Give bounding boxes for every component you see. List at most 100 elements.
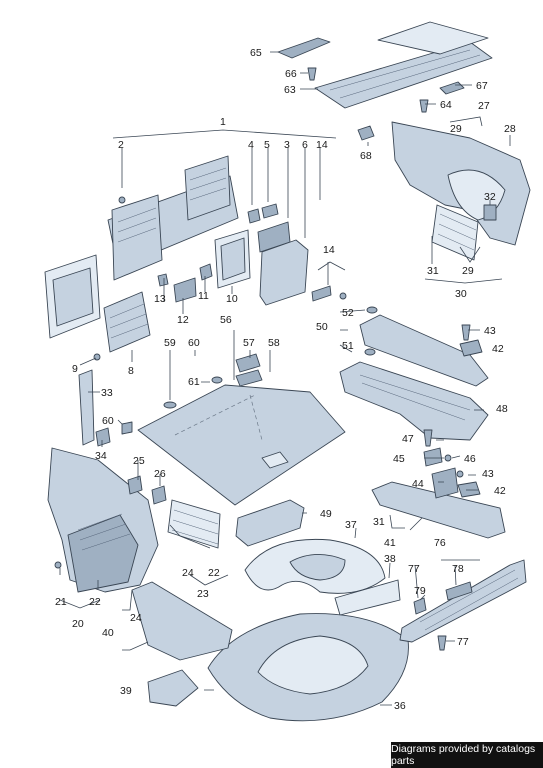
part-top-cover-ribs <box>329 49 481 99</box>
part-bracket-33 <box>78 369 95 446</box>
part-clip-51 <box>364 348 376 356</box>
callout-20: 20 <box>72 618 84 630</box>
part-backrest-grille <box>117 167 227 243</box>
callout-77b: 77 <box>457 636 469 648</box>
callout-63: 63 <box>284 84 296 96</box>
part-clip-2 <box>118 196 126 204</box>
callout-52: 52 <box>342 307 354 319</box>
callout-25: 25 <box>133 455 145 467</box>
part-clip-5 <box>261 203 279 219</box>
callout-42a: 42 <box>492 343 504 355</box>
callout-49: 49 <box>320 508 332 520</box>
part-plate-78 <box>445 581 473 601</box>
part-clip-79 <box>413 597 427 615</box>
callout-43a: 43 <box>484 325 496 337</box>
part-floor-mat-recess <box>261 451 289 469</box>
part-screw-47 <box>423 429 433 447</box>
part-clip-21 <box>54 561 62 569</box>
part-floor-mat-line <box>174 394 263 441</box>
part-net-23-mesh <box>171 509 219 545</box>
part-net-23 <box>167 499 221 549</box>
callout-61: 61 <box>188 376 200 388</box>
callout-4: 4 <box>248 139 254 151</box>
part-rail-50 <box>359 314 489 387</box>
part-net-29 <box>431 204 479 261</box>
callout-9: 9 <box>72 363 78 375</box>
part-net-29-mesh <box>437 213 477 251</box>
callout-50: 50 <box>316 321 328 333</box>
callout-11: 11 <box>198 290 209 302</box>
part-side-trim-left-grille <box>77 513 131 551</box>
callout-78: 78 <box>452 563 464 575</box>
callout-22a: 22 <box>208 567 220 579</box>
part-floor-mat-56 <box>137 384 346 506</box>
callout-13: 13 <box>154 293 166 305</box>
callout-21: 21 <box>55 596 67 608</box>
part-cap-26 <box>151 485 167 505</box>
part-screw-66 <box>307 67 317 81</box>
callout-65: 65 <box>250 47 262 59</box>
part-screw-14 <box>339 292 347 300</box>
part-ring-38 <box>334 579 401 616</box>
part-plate-12 <box>173 277 197 303</box>
callout-31b: 31 <box>373 516 385 528</box>
part-clip-11 <box>199 263 213 281</box>
part-clip-34 <box>95 427 111 447</box>
callout-10: 10 <box>226 293 238 305</box>
part-screw-9 <box>93 353 101 361</box>
callout-37: 37 <box>345 519 357 531</box>
part-bracket-44 <box>431 467 459 499</box>
callout-24b: 24 <box>130 612 142 624</box>
part-net-pocket-8 <box>103 291 151 353</box>
part-bolt-25 <box>127 475 143 495</box>
callout-38: 38 <box>384 553 396 565</box>
part-clip-60 <box>121 421 133 435</box>
part-clip-45 <box>423 447 443 467</box>
callout-32: 32 <box>484 191 496 203</box>
callout-44: 44 <box>412 478 424 490</box>
part-clip-13 <box>157 273 169 287</box>
callout-41: 41 <box>384 537 396 549</box>
part-ring-37-inner <box>289 554 346 581</box>
callout-39: 39 <box>120 685 132 697</box>
part-clip-42b <box>457 481 481 498</box>
part-clip-67 <box>439 81 465 95</box>
callout-76: 76 <box>434 537 446 549</box>
part-wheel-well-36-inner <box>257 635 369 695</box>
callout-2: 2 <box>118 139 124 151</box>
part-upper-panel <box>377 21 489 55</box>
part-rail-41 <box>371 481 506 539</box>
callout-34: 34 <box>95 450 107 462</box>
callout-64: 64 <box>440 99 452 111</box>
part-cap-32 <box>483 204 497 221</box>
callout-46: 46 <box>464 453 476 465</box>
callout-29b: 29 <box>462 265 474 277</box>
part-net-pocket-8-mesh <box>109 303 149 339</box>
callout-3: 3 <box>284 139 290 151</box>
callout-8: 8 <box>128 365 134 377</box>
part-top-cover-63 <box>314 41 493 109</box>
callout-12: 12 <box>177 314 189 326</box>
part-sill-trim-76 <box>399 559 527 643</box>
part-clip-68 <box>357 125 375 141</box>
callout-60b: 60 <box>102 415 114 427</box>
part-plate-57 <box>235 353 261 373</box>
part-sill-trim-grille <box>419 569 519 631</box>
callout-28: 28 <box>504 123 516 135</box>
callout-14b: 14 <box>323 244 335 256</box>
part-clip-59 <box>163 401 177 409</box>
part-frame-9-inner <box>52 267 94 327</box>
callout-1: 1 <box>220 116 226 128</box>
callout-68: 68 <box>360 150 372 162</box>
callout-27: 27 <box>478 100 490 112</box>
callout-45: 45 <box>393 453 405 465</box>
part-backrest-left <box>111 194 163 281</box>
part-screw-46 <box>444 454 452 462</box>
callout-24a: 24 <box>182 567 194 579</box>
part-frame-10-inner <box>220 237 246 281</box>
callout-36: 36 <box>394 700 406 712</box>
part-board-40 <box>131 581 233 661</box>
callout-23: 23 <box>197 588 209 600</box>
callout-47: 47 <box>402 433 414 445</box>
